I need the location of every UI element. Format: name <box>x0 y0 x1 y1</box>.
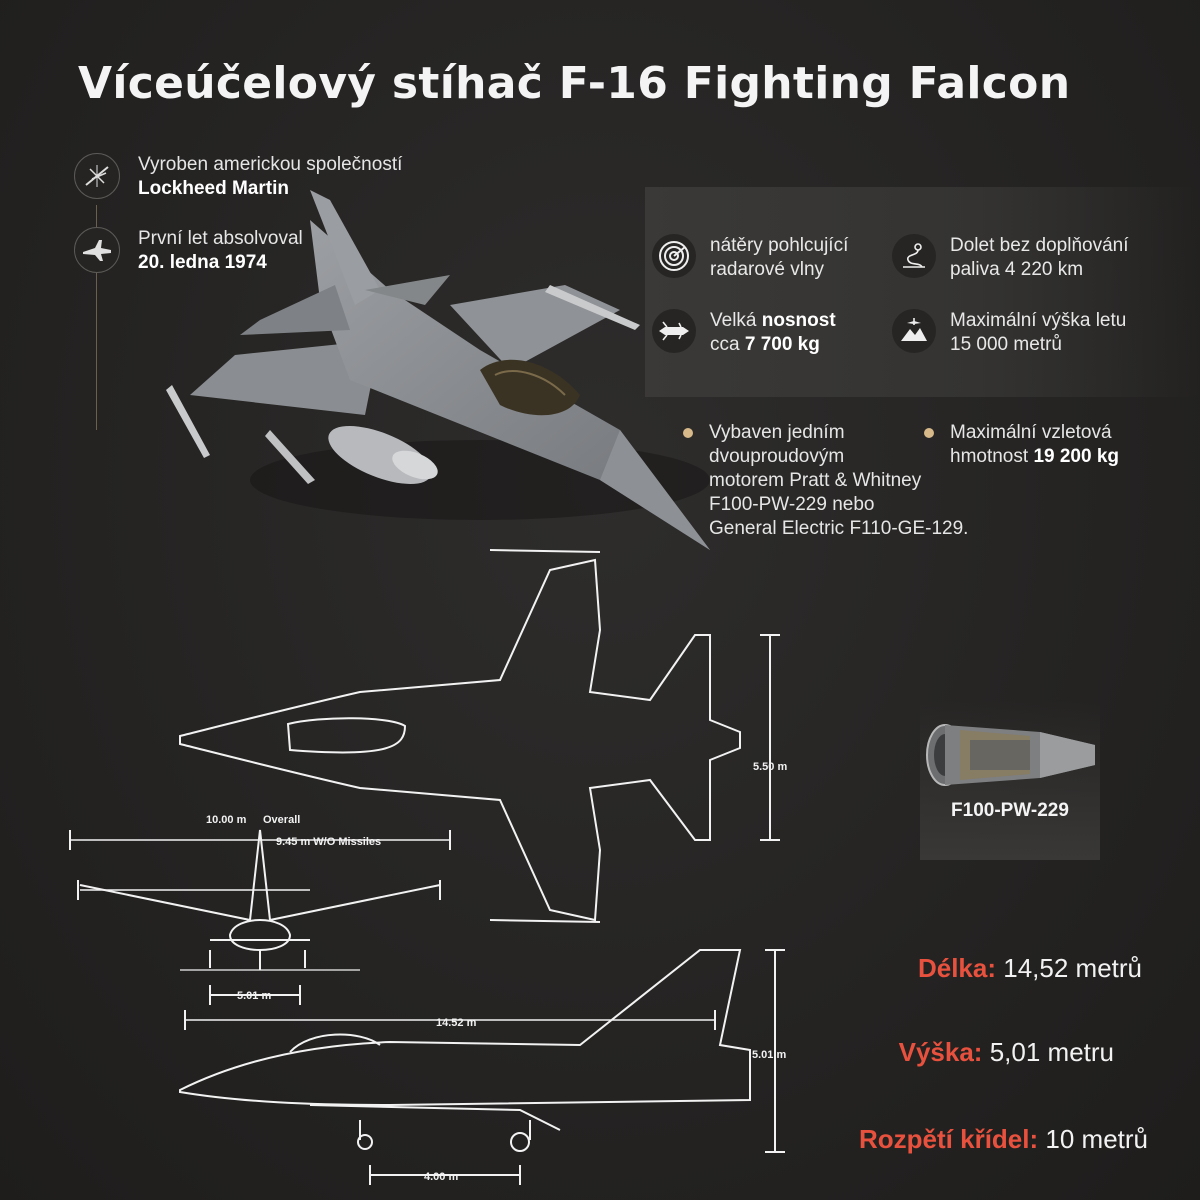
timeline-line <box>96 205 97 430</box>
spec-stealth: nátěry pohlcující radarové vlny <box>652 234 848 282</box>
bullet-engine-line: dvouproudovým <box>709 446 845 467</box>
bullet-engine: Vybaven jedním dvouproudovým motorem Pra… <box>683 421 968 541</box>
dim-length: 14.52 m <box>436 1017 477 1029</box>
spec-range: Dolet bez doplňování paliva 4 220 km <box>892 234 1129 282</box>
f16-blueprint: 5.50 m 10.00 m Overall 9.45 m W/O Missil… <box>69 549 787 1185</box>
bullet-dot <box>683 428 693 438</box>
spec-range-line2: paliva 4 220 km <box>950 259 1084 280</box>
engine-panel: F100-PW-229 <box>920 700 1100 860</box>
dim-overall: 10.00 m <box>206 814 247 826</box>
spec-stealth-line1: nátěry pohlcující <box>710 235 849 256</box>
bullet-engine-line: F100-PW-229 nebo <box>709 494 875 515</box>
spec-payload-prefix2: cca <box>710 334 745 355</box>
dim-wo-missiles: 9.45 m W/O Missiles <box>276 836 381 848</box>
dimension-wingspan-key: Rozpětí křídel: <box>859 1124 1039 1154</box>
fact-manufacturer: Vyroben americkou společností Lockheed M… <box>74 153 402 201</box>
dim-height: 5.01 m <box>752 1049 786 1061</box>
bullet-engine-line: Vybaven jedním <box>709 422 845 443</box>
spec-altitude-line2: 15 000 metrů <box>950 334 1062 355</box>
dim-overall-word: Overall <box>263 814 300 826</box>
dimension-height: Výška: 5,01 metru <box>899 1037 1114 1068</box>
dim-track: 5.01 m <box>237 990 271 1002</box>
spec-altitude-line1: Maximální výška letu <box>950 310 1127 331</box>
bullet-dot <box>924 428 934 438</box>
spec-payload-prefix: Velká <box>710 310 762 331</box>
page-title: Víceúčelový stíhač F-16 Fighting Falcon <box>78 58 1071 109</box>
bullet-weight-prefix: hmotnost <box>950 446 1034 467</box>
lockheed-logo-icon <box>74 153 120 199</box>
dimension-length: Délka: 14,52 metrů <box>918 953 1142 984</box>
fact-first-flight-label: První let absolvoval <box>138 228 303 249</box>
bullet-weight-value: 19 200 kg <box>1033 446 1120 467</box>
jet-icon <box>74 227 120 273</box>
specs-panel <box>645 187 1200 397</box>
spec-payload-label: nosnost <box>761 310 836 331</box>
dimension-length-key: Délka: <box>917 953 997 983</box>
f16-photo <box>166 190 710 550</box>
dim-wheelbase: 4.00 m <box>424 1171 458 1183</box>
route-icon <box>892 234 936 278</box>
spec-payload: Velká nosnost cca 7 700 kg <box>652 309 836 357</box>
fact-manufacturer-value: Lockheed Martin <box>138 178 289 199</box>
fact-first-flight: První let absolvoval 20. ledna 1974 <box>74 227 303 275</box>
spec-stealth-line2: radarové vlny <box>710 259 825 280</box>
bullet-weight-line1: Maximální vzletová <box>950 422 1112 443</box>
bullet-weight: Maximální vzletová hmotnost 19 200 kg <box>924 421 1119 469</box>
spec-range-line1: Dolet bez doplňování <box>950 235 1129 256</box>
radar-target-icon <box>652 234 696 278</box>
engine-label: F100-PW-229 <box>951 800 1069 821</box>
fact-manufacturer-label: Vyroben americkou společností <box>138 154 403 175</box>
dimension-length-value: 14,52 metrů <box>1003 953 1142 983</box>
dimension-height-value: 5,01 metru <box>989 1037 1114 1067</box>
bullet-engine-line: General Electric F110-GE-129. <box>709 518 969 539</box>
spec-payload-value: 7 700 kg <box>744 334 820 355</box>
altitude-icon <box>892 309 936 353</box>
dimension-height-key: Výška: <box>898 1037 983 1067</box>
dimension-wingspan-value: 10 metrů <box>1045 1124 1148 1154</box>
engine-illustration <box>926 724 1095 786</box>
missile-icon <box>652 309 696 353</box>
spec-altitude: Maximální výška letu 15 000 metrů <box>892 309 1126 357</box>
dimension-wingspan: Rozpětí křídel: 10 metrů <box>859 1124 1148 1155</box>
dim-top-width: 5.50 m <box>753 761 787 773</box>
fact-first-flight-value: 20. ledna 1974 <box>138 252 267 273</box>
bullet-engine-line: motorem Pratt & Whitney <box>709 470 922 491</box>
